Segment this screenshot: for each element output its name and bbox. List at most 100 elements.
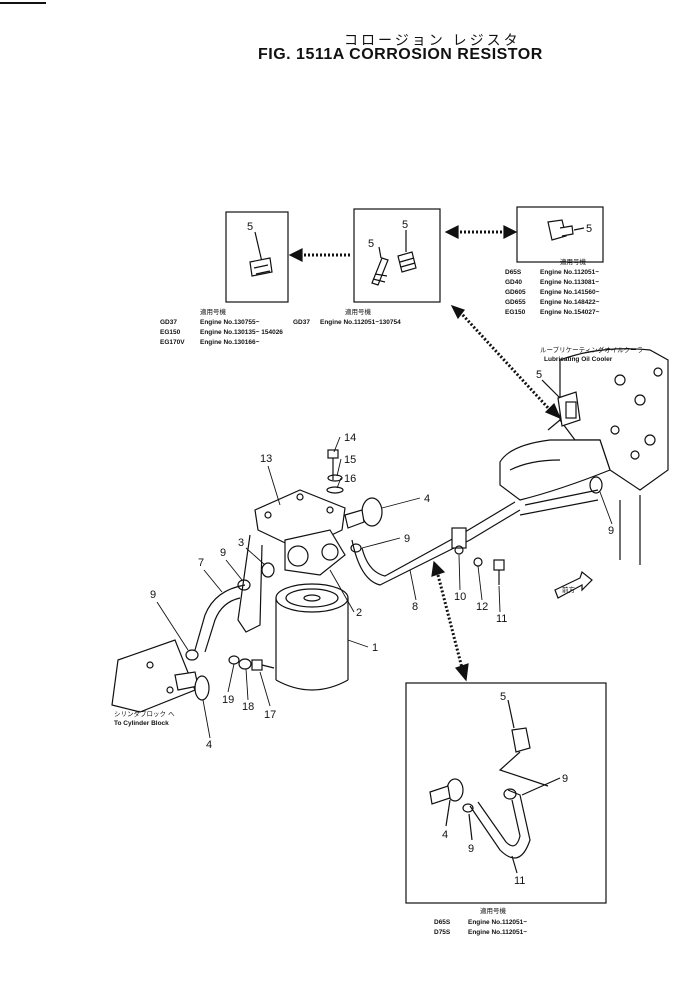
hose-7 [194,584,246,653]
callout-11-bottom: 11 [514,875,525,887]
hose-8 [351,489,599,586]
callout-5-right: 5 [586,223,592,235]
callout-13: 13 [260,453,272,465]
callout-8: 8 [412,601,418,613]
washer-19 [228,655,240,665]
fitting-straight-icon [249,231,273,277]
engine-range: Engine No.130166~ [200,339,260,346]
detail-box-right [516,206,604,263]
callout-5-bottom: 5 [500,691,506,703]
arrow-mid-right-box [444,225,518,239]
bottom-hose [462,751,549,859]
arrow-to-oil-cooler [450,304,562,420]
callout-9-c: 9 [150,589,156,601]
engine-range: Engine No.112051~130754 [320,319,401,326]
applicability-mid: 適用号機 GD37 Engine No.112051~130754 [293,307,401,326]
model: GD37 [293,319,310,326]
applicability-head: 適用号機 [345,307,372,316]
callout-9-a: 9 [220,547,226,559]
bolt-11 [493,559,505,585]
washer-16 [326,486,344,494]
bottom-valve-fitting [429,778,464,805]
callout-16: 16 [344,473,356,485]
engine-range: Engine No.112051~ [468,929,527,936]
oil-cooler-housing [499,348,669,565]
bolt-14 [327,449,339,480]
callout-5-left: 5 [247,221,253,233]
model: GD40 [505,279,522,286]
engine-range: Engine No.130755~ [200,319,260,326]
model: D65S [505,269,522,276]
bolt-17 [251,659,275,671]
washer-18 [238,658,252,670]
engine-range: Engine No.113081~ [540,279,599,286]
applicability-head: 適用号機 [200,307,227,316]
applicability-bottom-head: 適用号機 [480,906,507,915]
callouts-main: 14 15 16 13 4 3 9 9 7 9 2 8 10 12 11 1 9… [150,432,614,751]
bottom-elbow-fitting [507,699,531,753]
applicability-left: 適用号機 GD37 Engine No.130755~ EG150 Engine… [160,307,283,346]
callout-9-bottom-a: 9 [562,773,568,785]
clamp-9-right [589,476,603,494]
callout-4-lower: 4 [206,739,212,751]
washer-15 [327,474,343,482]
filter-head [284,529,346,576]
model: EG150 [160,329,181,336]
engine-range: Engine No.148422~ [540,299,600,306]
engine-range: Engine No.112051~ [540,269,599,276]
corner-rule [0,2,46,4]
figure-title: FIG. 1511A CORROSION RESISTOR [258,46,543,63]
arrow-to-left-box [288,248,350,262]
callout-9-bottom-b: 9 [468,843,474,855]
callout-5-mid-a: 5 [368,238,374,250]
applicability-head: 適用号機 [560,257,587,266]
callout-9-d: 9 [608,525,614,537]
arrow-to-bottom-box [431,560,469,682]
cylinder-block-label: To Cylinder Block [114,720,169,727]
callout-3: 3 [238,537,244,549]
applicability-right: 適用号機 D65S Engine No.112051~ GD40 Engine … [505,257,600,316]
callout-4-bottom: 4 [442,829,448,841]
model: D65S [434,919,451,926]
direction-tag-jp: 前方 [562,585,576,594]
engine-range: Engine No.141560~ [540,289,600,296]
callout-5-cooler: 5 [536,369,542,381]
valve-fitting-4-lower [174,671,210,701]
callout-18: 18 [242,701,254,713]
callout-1: 1 [372,642,378,654]
cylinder-block-label-jp: シリンダブロック へ [114,709,175,718]
callout-14: 14 [344,432,356,444]
detail-box-left [225,211,289,303]
clamp-10 [451,527,467,555]
callout-17: 17 [264,709,276,721]
clamp-9-mid [350,543,362,553]
engine-range: Engine No.154027~ [540,309,600,316]
model: EG170V [160,339,185,346]
fitting-pair-icon [371,230,417,286]
fitting-elbow-icon [547,219,585,241]
clamp-9-lower [185,649,199,661]
washer-12 [473,557,483,567]
callout-5-mid-b: 5 [402,219,408,231]
model: GD605 [505,289,526,296]
model: D75S [434,929,451,936]
callout-7: 7 [198,557,204,569]
cylinder-block-plate [111,639,196,713]
oil-cooler-label-jp: ループリケーティングオイルクーラ [540,345,643,354]
direction-tag [554,570,593,599]
callout-2: 2 [356,607,362,619]
callout-12: 12 [476,601,488,613]
connector-3 [261,562,275,578]
clamp-9-upper [237,579,251,591]
engine-range: Engine No.130135~ 154026 [200,329,283,336]
model: GD655 [505,299,526,306]
callout-10: 10 [454,591,466,603]
filter-cartridge [275,583,349,691]
callout-4: 4 [424,493,430,505]
detail-box-middle [353,208,441,303]
callout-9-b: 9 [404,533,410,545]
model: EG150 [505,309,526,316]
model: GD37 [160,319,177,326]
callout-11: 11 [496,613,507,625]
